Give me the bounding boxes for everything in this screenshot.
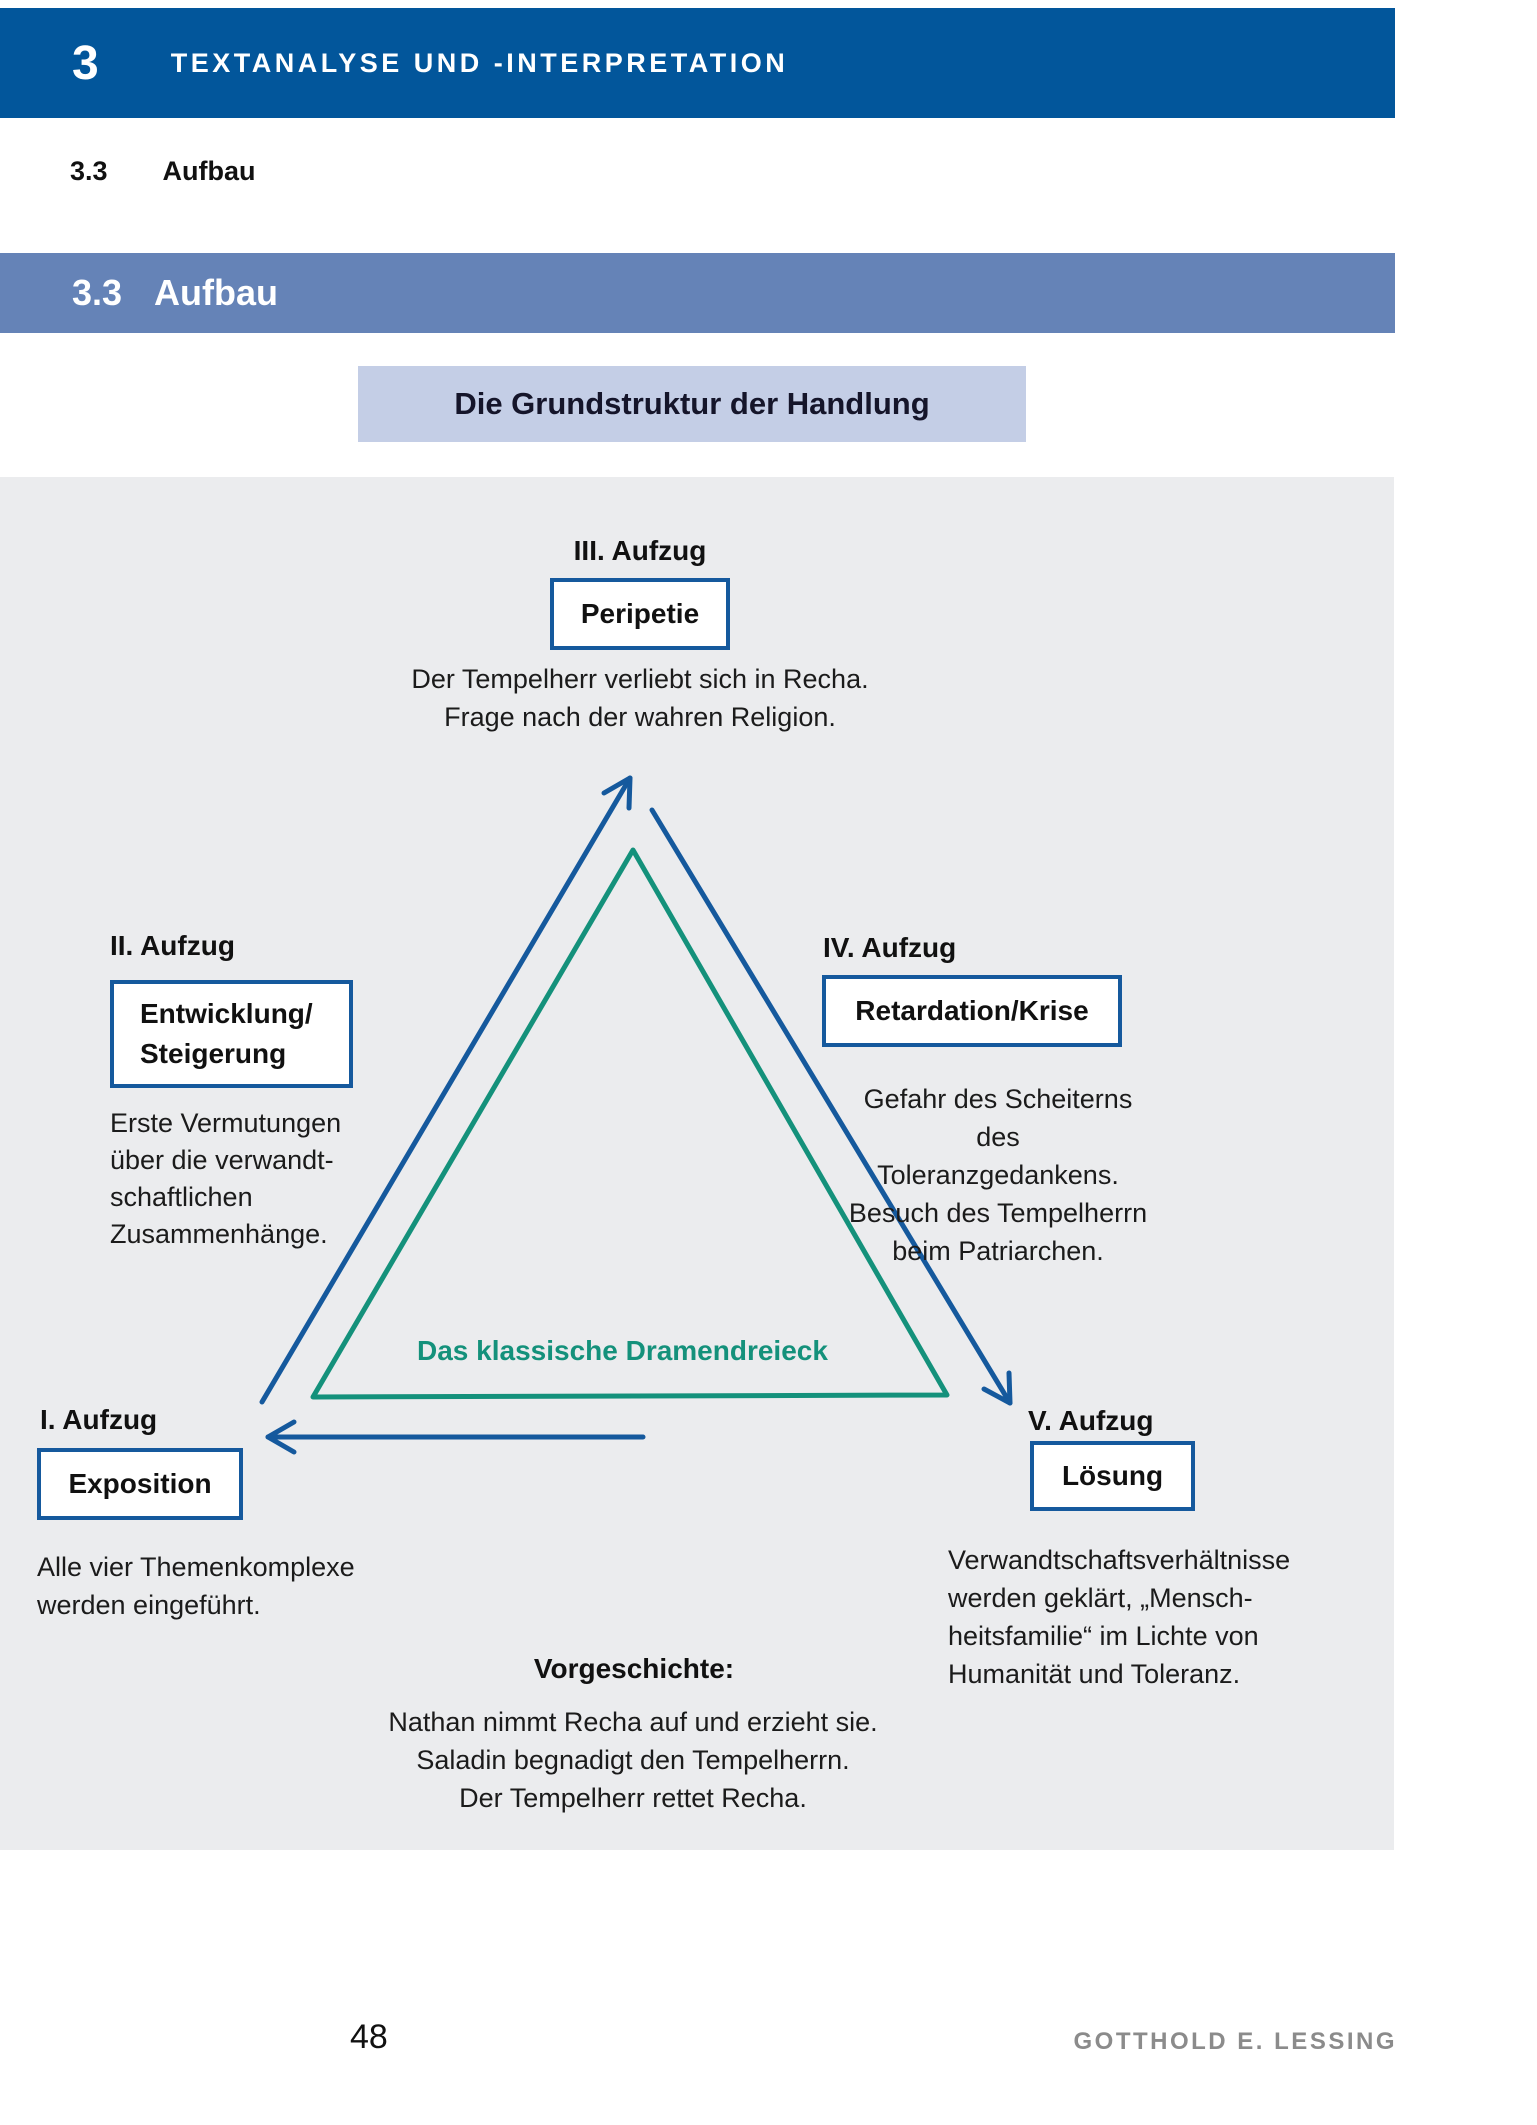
act-1-description: Alle vier Themenkomplexe werden eingefüh… bbox=[37, 1552, 355, 1620]
triangle-center-label: Das klassische Dramendreieck bbox=[417, 1335, 828, 1366]
act-2-description: Erste Vermutungen über die verwandt- sch… bbox=[110, 1108, 342, 1249]
section-number: 3.3 bbox=[72, 272, 123, 313]
act-3-label: III. Aufzug bbox=[573, 535, 707, 566]
act-5-label: V. Aufzug bbox=[1028, 1405, 1154, 1436]
triangle-arrows-graphic bbox=[259, 775, 1013, 1455]
chapter-number: 3 bbox=[72, 36, 99, 90]
stage-box-retardation: Retardation/Krise bbox=[822, 975, 1122, 1047]
page-number: 48 bbox=[350, 2018, 388, 2056]
chapter-header-bar: 3 TEXTANALYSE UND -INTERPRETATION bbox=[0, 8, 1395, 118]
breadcrumb-number: 3.3 bbox=[70, 156, 108, 186]
diagram-title: Die Grundstruktur der Handlung bbox=[358, 366, 1026, 442]
vorgeschichte-text: Nathan nimmt Recha auf und erzieht sie. … bbox=[388, 1707, 878, 1813]
falling-arrowhead bbox=[981, 1370, 1013, 1406]
running-head-author: GOTTHOLD E. LESSING bbox=[1073, 2028, 1397, 2055]
falling-action-arrow bbox=[649, 807, 1013, 1406]
act-3-description: Der Tempelherr verliebt sich in Recha. F… bbox=[411, 664, 869, 732]
chapter-title: TEXTANALYSE UND -INTERPRETATION bbox=[170, 47, 789, 78]
act-4-label: IV. Aufzug bbox=[823, 932, 957, 963]
rising-arrowhead bbox=[601, 775, 633, 811]
vorgeschichte-title: Vorgeschichte: bbox=[533, 1653, 735, 1684]
drama-triangle-diagram: III. Aufzug Peripetie Der Tempelherr ver… bbox=[0, 477, 1394, 1850]
act-2-label: II. Aufzug bbox=[110, 930, 235, 961]
breadcrumb-label: Aufbau bbox=[162, 156, 256, 186]
stage-box-exposition: Exposition bbox=[37, 1448, 243, 1520]
section-heading-bar: 3.3 Aufbau bbox=[0, 253, 1395, 333]
rising-action-arrow bbox=[259, 775, 633, 1405]
drama-triangle-outline bbox=[310, 847, 950, 1400]
section-title: Aufbau bbox=[154, 272, 279, 313]
act-4-description: Gefahr des Scheiterns des Toleranzgedank… bbox=[848, 1084, 1148, 1266]
return-arrowhead bbox=[265, 1419, 297, 1455]
stage-box-loesung: Lösung bbox=[1030, 1441, 1195, 1511]
breadcrumb: 3.3 Aufbau bbox=[70, 156, 256, 187]
act-5-description: Verwandtschaftsverhältnisse werden geklä… bbox=[948, 1545, 1291, 1689]
act-1-label: I. Aufzug bbox=[40, 1404, 158, 1435]
stage-box-peripetie: Peripetie bbox=[550, 578, 730, 650]
stage-box-entwicklung: Entwicklung/ Steigerung bbox=[110, 980, 353, 1088]
